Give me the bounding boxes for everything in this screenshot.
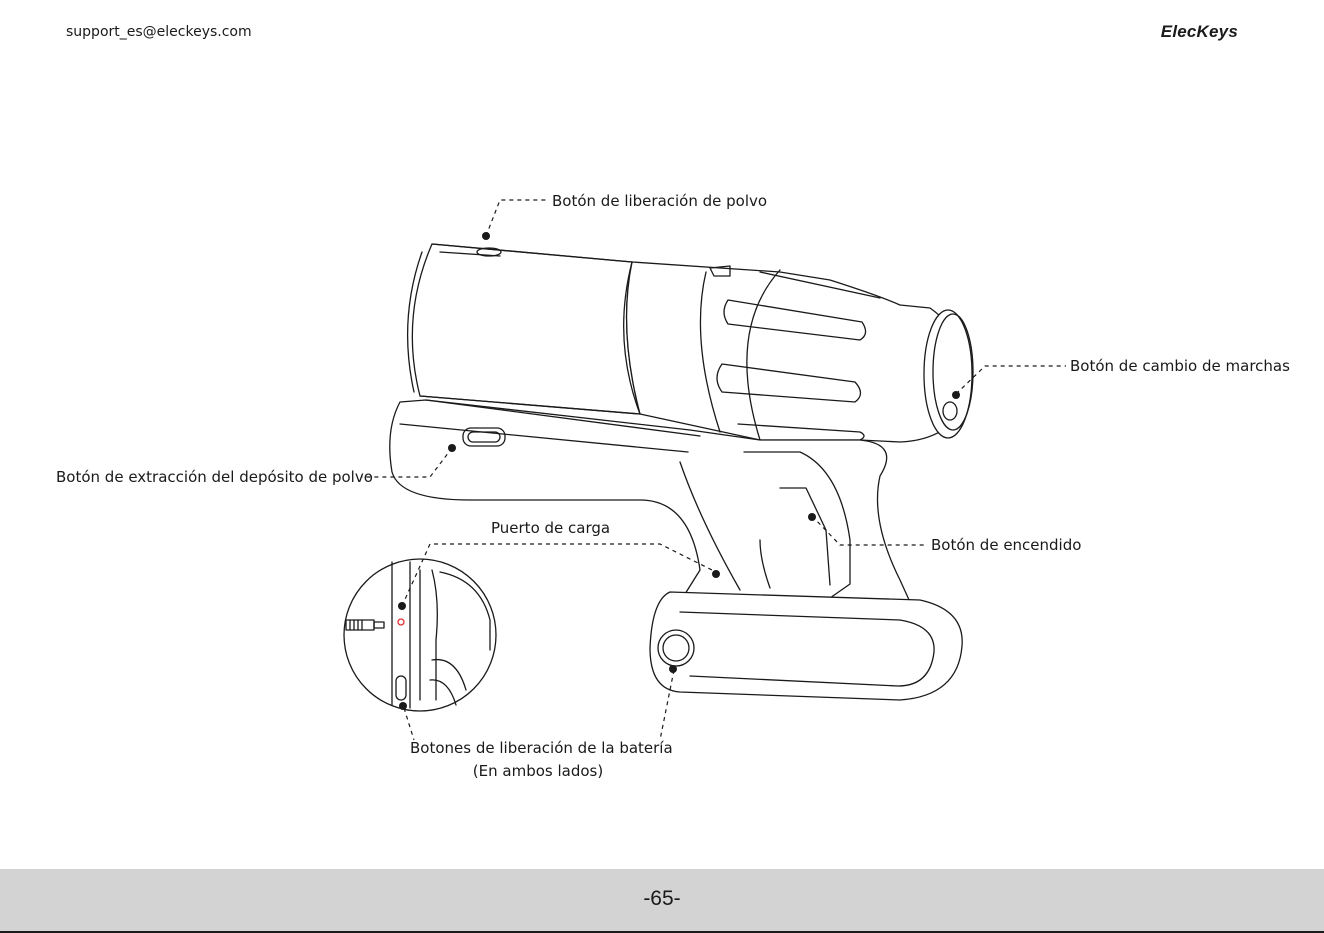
dot-battery-release-inset	[399, 702, 407, 710]
leader-dust-release	[486, 200, 548, 236]
dust-bin	[408, 244, 640, 414]
dot-charging-port	[712, 570, 720, 578]
charging-port-inset	[344, 559, 496, 711]
cyclone-body	[624, 262, 973, 442]
label-gear-change: Botón de cambio de marchas	[1070, 355, 1290, 377]
label-battery-release-note: (En ambos lados)	[410, 760, 666, 782]
leader-battery-release-inset	[404, 708, 414, 740]
page-number: -65-	[0, 887, 1324, 911]
dot-charging-port-inset	[398, 602, 406, 610]
label-charging-port: Puerto de carga	[491, 517, 610, 539]
page-footer: -65-	[0, 869, 1324, 933]
label-battery-release: Botones de liberación de la batería	[410, 737, 666, 759]
dot-battery-release-pack	[669, 665, 677, 673]
dot-dust-tank-removal	[448, 444, 456, 452]
vacuum-diagram	[0, 0, 1324, 860]
label-power: Botón de encendido	[931, 534, 1081, 556]
battery-pack	[650, 592, 962, 700]
dot-gear-change	[952, 391, 960, 399]
dot-power	[808, 513, 816, 521]
label-dust-tank-removal: Botón de extracción del depósito de polv…	[56, 466, 373, 488]
dot-dust-release	[482, 232, 490, 240]
label-dust-release: Botón de liberación de polvo	[552, 190, 767, 212]
